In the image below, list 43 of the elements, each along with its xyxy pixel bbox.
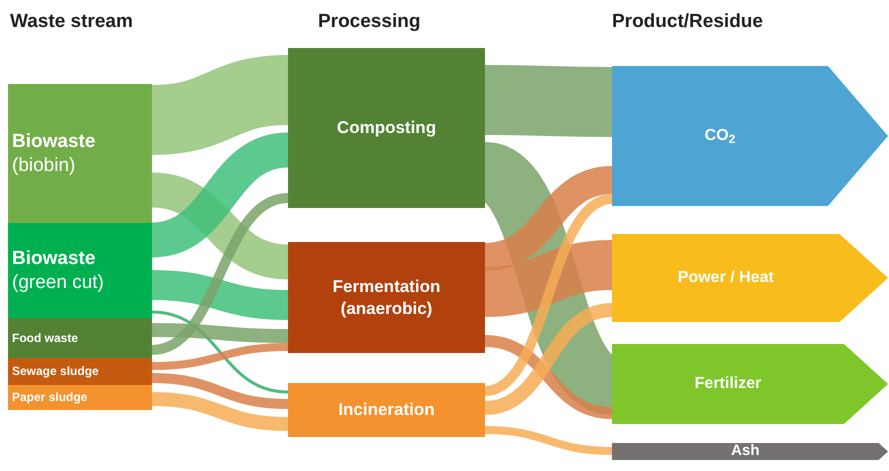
process-box (288, 383, 485, 437)
flow-band (152, 373, 288, 409)
node-label: Paper sludge (12, 390, 88, 405)
flow-band (152, 343, 288, 370)
node-label: CO$_{2}$ (704, 126, 736, 146)
waste-stream-box (8, 318, 152, 358)
node-label: Food waste (12, 330, 78, 346)
flow-band (152, 323, 288, 343)
product-pentagon (612, 234, 888, 322)
process-box (288, 242, 485, 353)
node-label: (biobin) (12, 154, 76, 178)
flow-band (484, 194, 614, 396)
flow-band (151, 193, 289, 355)
flow-band (484, 240, 613, 317)
flow-band (152, 392, 288, 431)
node-label: Biowaste (12, 246, 96, 270)
product-pentagon (612, 344, 888, 424)
node-label: Incineration (338, 399, 435, 421)
waste-stream-box (8, 358, 152, 385)
waste-stream-box (8, 385, 152, 410)
node-label: Fermentation (anaerobic) (332, 276, 442, 319)
waste-stream-box (8, 84, 152, 223)
flow-band (150, 132, 290, 258)
column-heading: Product/Residue (612, 10, 763, 34)
flow-band (484, 426, 612, 455)
waste-stream-box (8, 223, 152, 318)
flow-band (484, 65, 612, 137)
product-pentagon (612, 66, 888, 206)
process-box (288, 48, 485, 208)
flow-band (152, 270, 288, 320)
flow-band (150, 172, 290, 280)
node-label: (green cut) (12, 270, 104, 294)
node-label: Composting (336, 117, 436, 139)
flow-band (150, 55, 290, 155)
node-label: Sewage sludge (12, 364, 99, 379)
flow-band (484, 335, 613, 419)
node-label: Power / Heat (678, 268, 774, 288)
node-label: Ash (731, 442, 760, 461)
flow-band (484, 303, 613, 415)
column-heading: Waste stream (10, 10, 133, 34)
node-label: Biowaste (12, 130, 96, 154)
column-heading: Processing (318, 10, 420, 34)
node-label: Fertilizer (694, 374, 762, 394)
